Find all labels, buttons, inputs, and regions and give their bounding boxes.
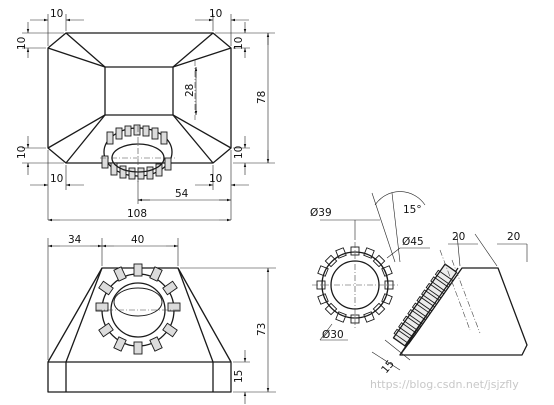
dim-right-lower-10: 10 [233,146,245,159]
dim-left-upper-10: 10 [16,37,28,50]
dim-34: 34 [68,234,82,246]
dim-108: 108 [127,208,147,220]
dim-40: 40 [131,234,144,246]
dim-top-left-10: 10 [50,8,63,20]
dim-73: 73 [256,323,268,336]
dim-right-upper-10: 10 [233,37,245,50]
dim-15: 15 [233,370,245,383]
dim-20-a: 20 [452,231,465,243]
dim-height-28: 28 [184,84,196,97]
dim-bottom-right-10: 10 [209,173,222,185]
dim-left-lower-10: 10 [16,146,28,159]
top-view-gear [100,124,176,182]
gear-detail-dims: Ø39 15° Ø45 20 20 Ø30 15 [310,191,528,376]
watermark-text: https://blog.csdn.net/jsjzfly [370,378,519,391]
front-view-dims: 34 40 73 15 [47,234,276,404]
gear-slanted-view [392,249,528,356]
dim-angle-15: 15° [403,204,422,216]
dim-phi30: Ø30 [322,329,344,341]
dim-phi39: Ø39 [310,207,332,219]
top-view-outline [47,32,232,164]
dim-bottom-left-10: 10 [50,173,63,185]
dim-54: 54 [175,188,189,200]
front-view-gear [95,263,181,355]
dim-top-right-10: 10 [209,8,222,20]
dim-height-78: 78 [256,91,268,104]
gear-circle-view [312,242,398,330]
dim-20-b: 20 [507,231,520,243]
gear-detail-view: Ø39 15° Ø45 20 20 Ø30 15 [310,191,528,376]
front-view: 34 40 73 15 [47,234,276,404]
dim-phi45: Ø45 [402,236,424,248]
top-view-dims: 10 10 10 10 28 [16,8,275,222]
top-view: 10 10 10 10 28 [16,8,275,222]
dim-15-b: 15 [379,358,397,376]
